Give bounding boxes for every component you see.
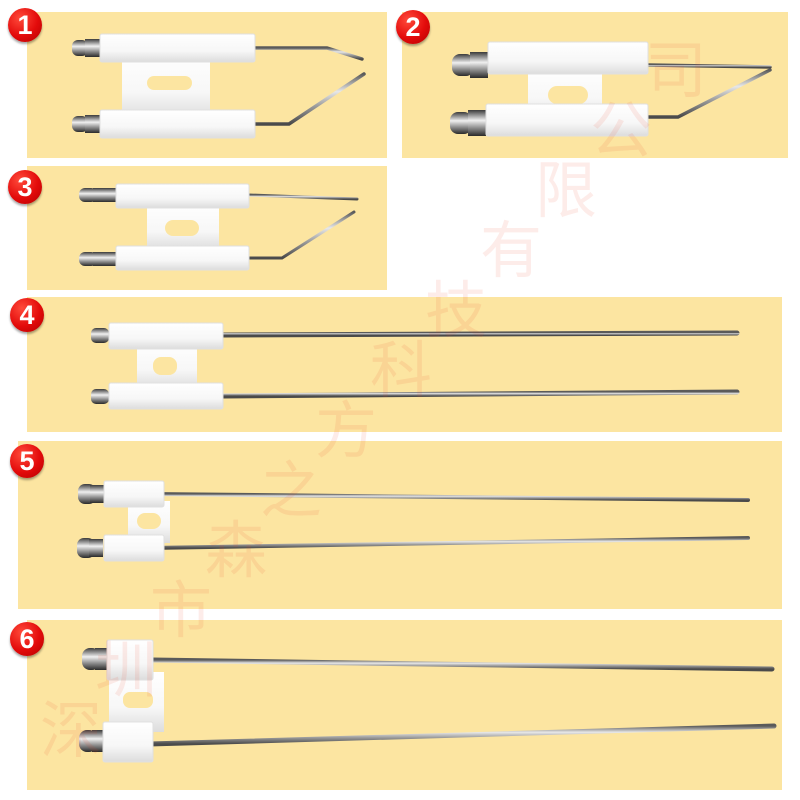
watermark-char: 有 bbox=[480, 214, 543, 287]
badge-4: 4 bbox=[10, 298, 44, 332]
electrode-illustration-6 bbox=[79, 639, 777, 763]
electrode-illustration-3 bbox=[79, 183, 359, 271]
product-panel-1 bbox=[27, 12, 387, 158]
product-panel-4 bbox=[27, 297, 782, 432]
badge-5: 5 bbox=[10, 444, 44, 478]
electrode-illustration-1 bbox=[72, 33, 366, 139]
product-panel-2 bbox=[402, 12, 788, 158]
badge-2: 2 bbox=[396, 10, 430, 44]
badge-3: 3 bbox=[8, 170, 42, 204]
badge-6: 6 bbox=[10, 622, 44, 656]
product-panel-6 bbox=[27, 620, 782, 790]
electrode-illustration-2 bbox=[450, 41, 772, 137]
badge-1: 1 bbox=[8, 8, 42, 42]
product-panel-3 bbox=[27, 166, 387, 290]
product-panel-5 bbox=[18, 441, 782, 609]
electrode-illustration-5 bbox=[77, 480, 750, 562]
electrode-illustration-4 bbox=[91, 322, 740, 410]
